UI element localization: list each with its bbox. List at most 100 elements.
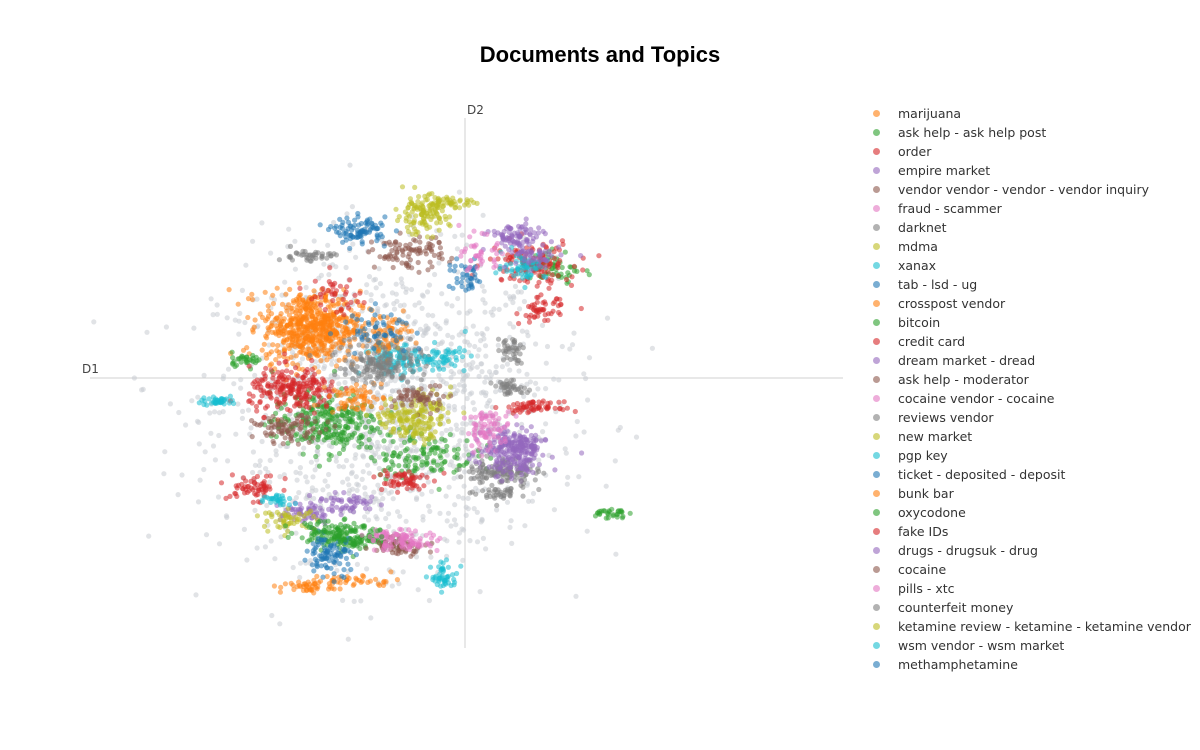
topic-point (284, 323, 290, 329)
topic-point (263, 487, 269, 493)
unassigned-point (451, 475, 457, 481)
topic-point (375, 581, 381, 587)
topic-point (488, 443, 494, 449)
unassigned-point (473, 485, 479, 491)
topic-point (337, 233, 343, 239)
unassigned-point (454, 426, 460, 432)
topic-point (227, 493, 233, 499)
topic-point (403, 242, 409, 248)
topic-point (536, 403, 543, 409)
unassigned-point (314, 448, 321, 454)
topic-point (322, 314, 328, 320)
topic-point (497, 428, 503, 434)
topic-point (265, 303, 271, 309)
topic-point (230, 361, 236, 367)
unassigned-point (254, 545, 260, 551)
topic-point (496, 347, 502, 354)
topic-point (352, 292, 358, 298)
topic-point (468, 414, 474, 420)
topic-point (350, 582, 356, 588)
unassigned-point (400, 383, 406, 389)
topic-point (316, 321, 322, 327)
unassigned-point (470, 400, 476, 406)
topic-point (309, 254, 315, 260)
topic-point (510, 383, 517, 390)
topic-point (437, 453, 443, 459)
unassigned-point (216, 432, 222, 439)
unassigned-point (503, 302, 509, 308)
topic-point (533, 234, 540, 240)
topic-point (277, 589, 283, 595)
scatter-plot[interactable]: D1 D2 (0, 0, 855, 750)
unassigned-point (259, 438, 265, 445)
topic-point (506, 404, 512, 410)
topic-point (511, 239, 517, 245)
topic-point (396, 463, 402, 469)
unassigned-point (363, 289, 369, 295)
topic-point (381, 243, 387, 249)
topic-point (481, 433, 488, 440)
topic-point (323, 402, 329, 408)
topic-point (445, 573, 451, 579)
unassigned-point (268, 538, 274, 544)
topic-point (331, 251, 337, 257)
topic-point (425, 267, 431, 273)
unassigned-point (264, 502, 270, 509)
unassigned-point (267, 457, 273, 463)
topic-point (386, 239, 392, 245)
topic-point (265, 528, 271, 534)
topic-point (343, 234, 349, 240)
topic-point (472, 414, 478, 420)
topic-point (407, 257, 413, 263)
topic-point (265, 313, 272, 319)
topic-point (388, 253, 394, 259)
topic-point (316, 369, 322, 375)
topic-point (345, 219, 352, 225)
topic-point (580, 267, 586, 273)
topic-point (263, 473, 269, 479)
topic-point (300, 350, 306, 356)
topic-point (286, 495, 293, 502)
unassigned-point (231, 381, 237, 387)
topic-point (312, 294, 318, 300)
topic-point (366, 418, 372, 425)
topic-point (477, 480, 483, 486)
topic-point (513, 413, 519, 419)
unassigned-point (212, 409, 218, 415)
unassigned-point (350, 241, 356, 247)
topic-point (268, 367, 274, 373)
unassigned-point (399, 280, 405, 286)
unassigned-point (432, 271, 438, 278)
topic-point (431, 459, 437, 466)
unassigned-point (481, 288, 487, 294)
topic-point (571, 263, 577, 269)
topic-point (312, 418, 318, 424)
unassigned-point (397, 303, 403, 309)
topic-point (360, 343, 366, 349)
topic-point (258, 483, 264, 490)
topic-point (427, 564, 434, 570)
topic-point (303, 383, 310, 389)
topic-point (363, 545, 369, 552)
topic-point (487, 429, 493, 435)
topic-point (337, 586, 343, 592)
unassigned-point (451, 371, 457, 377)
unassigned-point (507, 294, 513, 300)
topic-point (292, 432, 298, 438)
topic-point (322, 320, 328, 326)
unassigned-point (301, 445, 307, 451)
unassigned-point (427, 508, 433, 514)
unassigned-point (303, 495, 309, 501)
unassigned-point (426, 597, 432, 604)
topic-point (430, 234, 436, 240)
unassigned-point (448, 341, 454, 347)
topic-point (552, 467, 558, 473)
topic-point (531, 230, 537, 236)
topic-point (432, 450, 438, 456)
topic-point (454, 455, 460, 461)
unassigned-point (380, 293, 386, 299)
topic-point (298, 343, 304, 349)
topic-point (284, 336, 290, 342)
topic-point (415, 259, 421, 266)
unassigned-point (288, 459, 294, 465)
